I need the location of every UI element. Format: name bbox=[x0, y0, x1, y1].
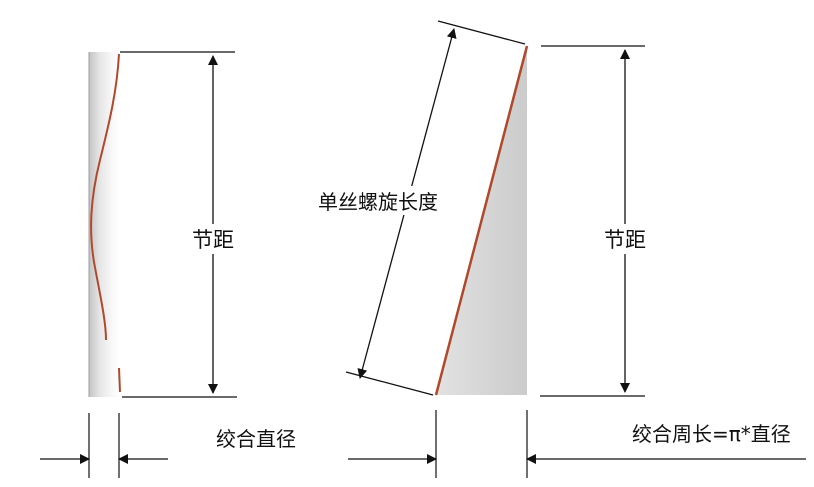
helix-length-bottom-extension bbox=[345, 371, 434, 396]
helix-length-top-extension bbox=[437, 20, 526, 45]
helix-length-label: 单丝螺旋长度 bbox=[318, 186, 438, 215]
lay-circumference-label: 绞合周长=π*直径 bbox=[632, 422, 791, 446]
unrolled-helix-triangle bbox=[434, 45, 529, 396]
cylinder-body bbox=[89, 52, 120, 397]
helix-wire-curve bbox=[90, 53, 120, 341]
pitch-left-label: 节距 bbox=[192, 224, 234, 254]
pitch-right-label: 节距 bbox=[604, 224, 646, 254]
lay-diameter-dimension bbox=[40, 413, 168, 478]
lay-diameter-label: 绞合直径 bbox=[216, 427, 296, 451]
wire-cylinder bbox=[88, 52, 121, 397]
lay-circumference-dimension bbox=[348, 410, 806, 478]
pitch-dimension-right bbox=[540, 45, 645, 397]
helix-wire-tail bbox=[118, 367, 121, 393]
